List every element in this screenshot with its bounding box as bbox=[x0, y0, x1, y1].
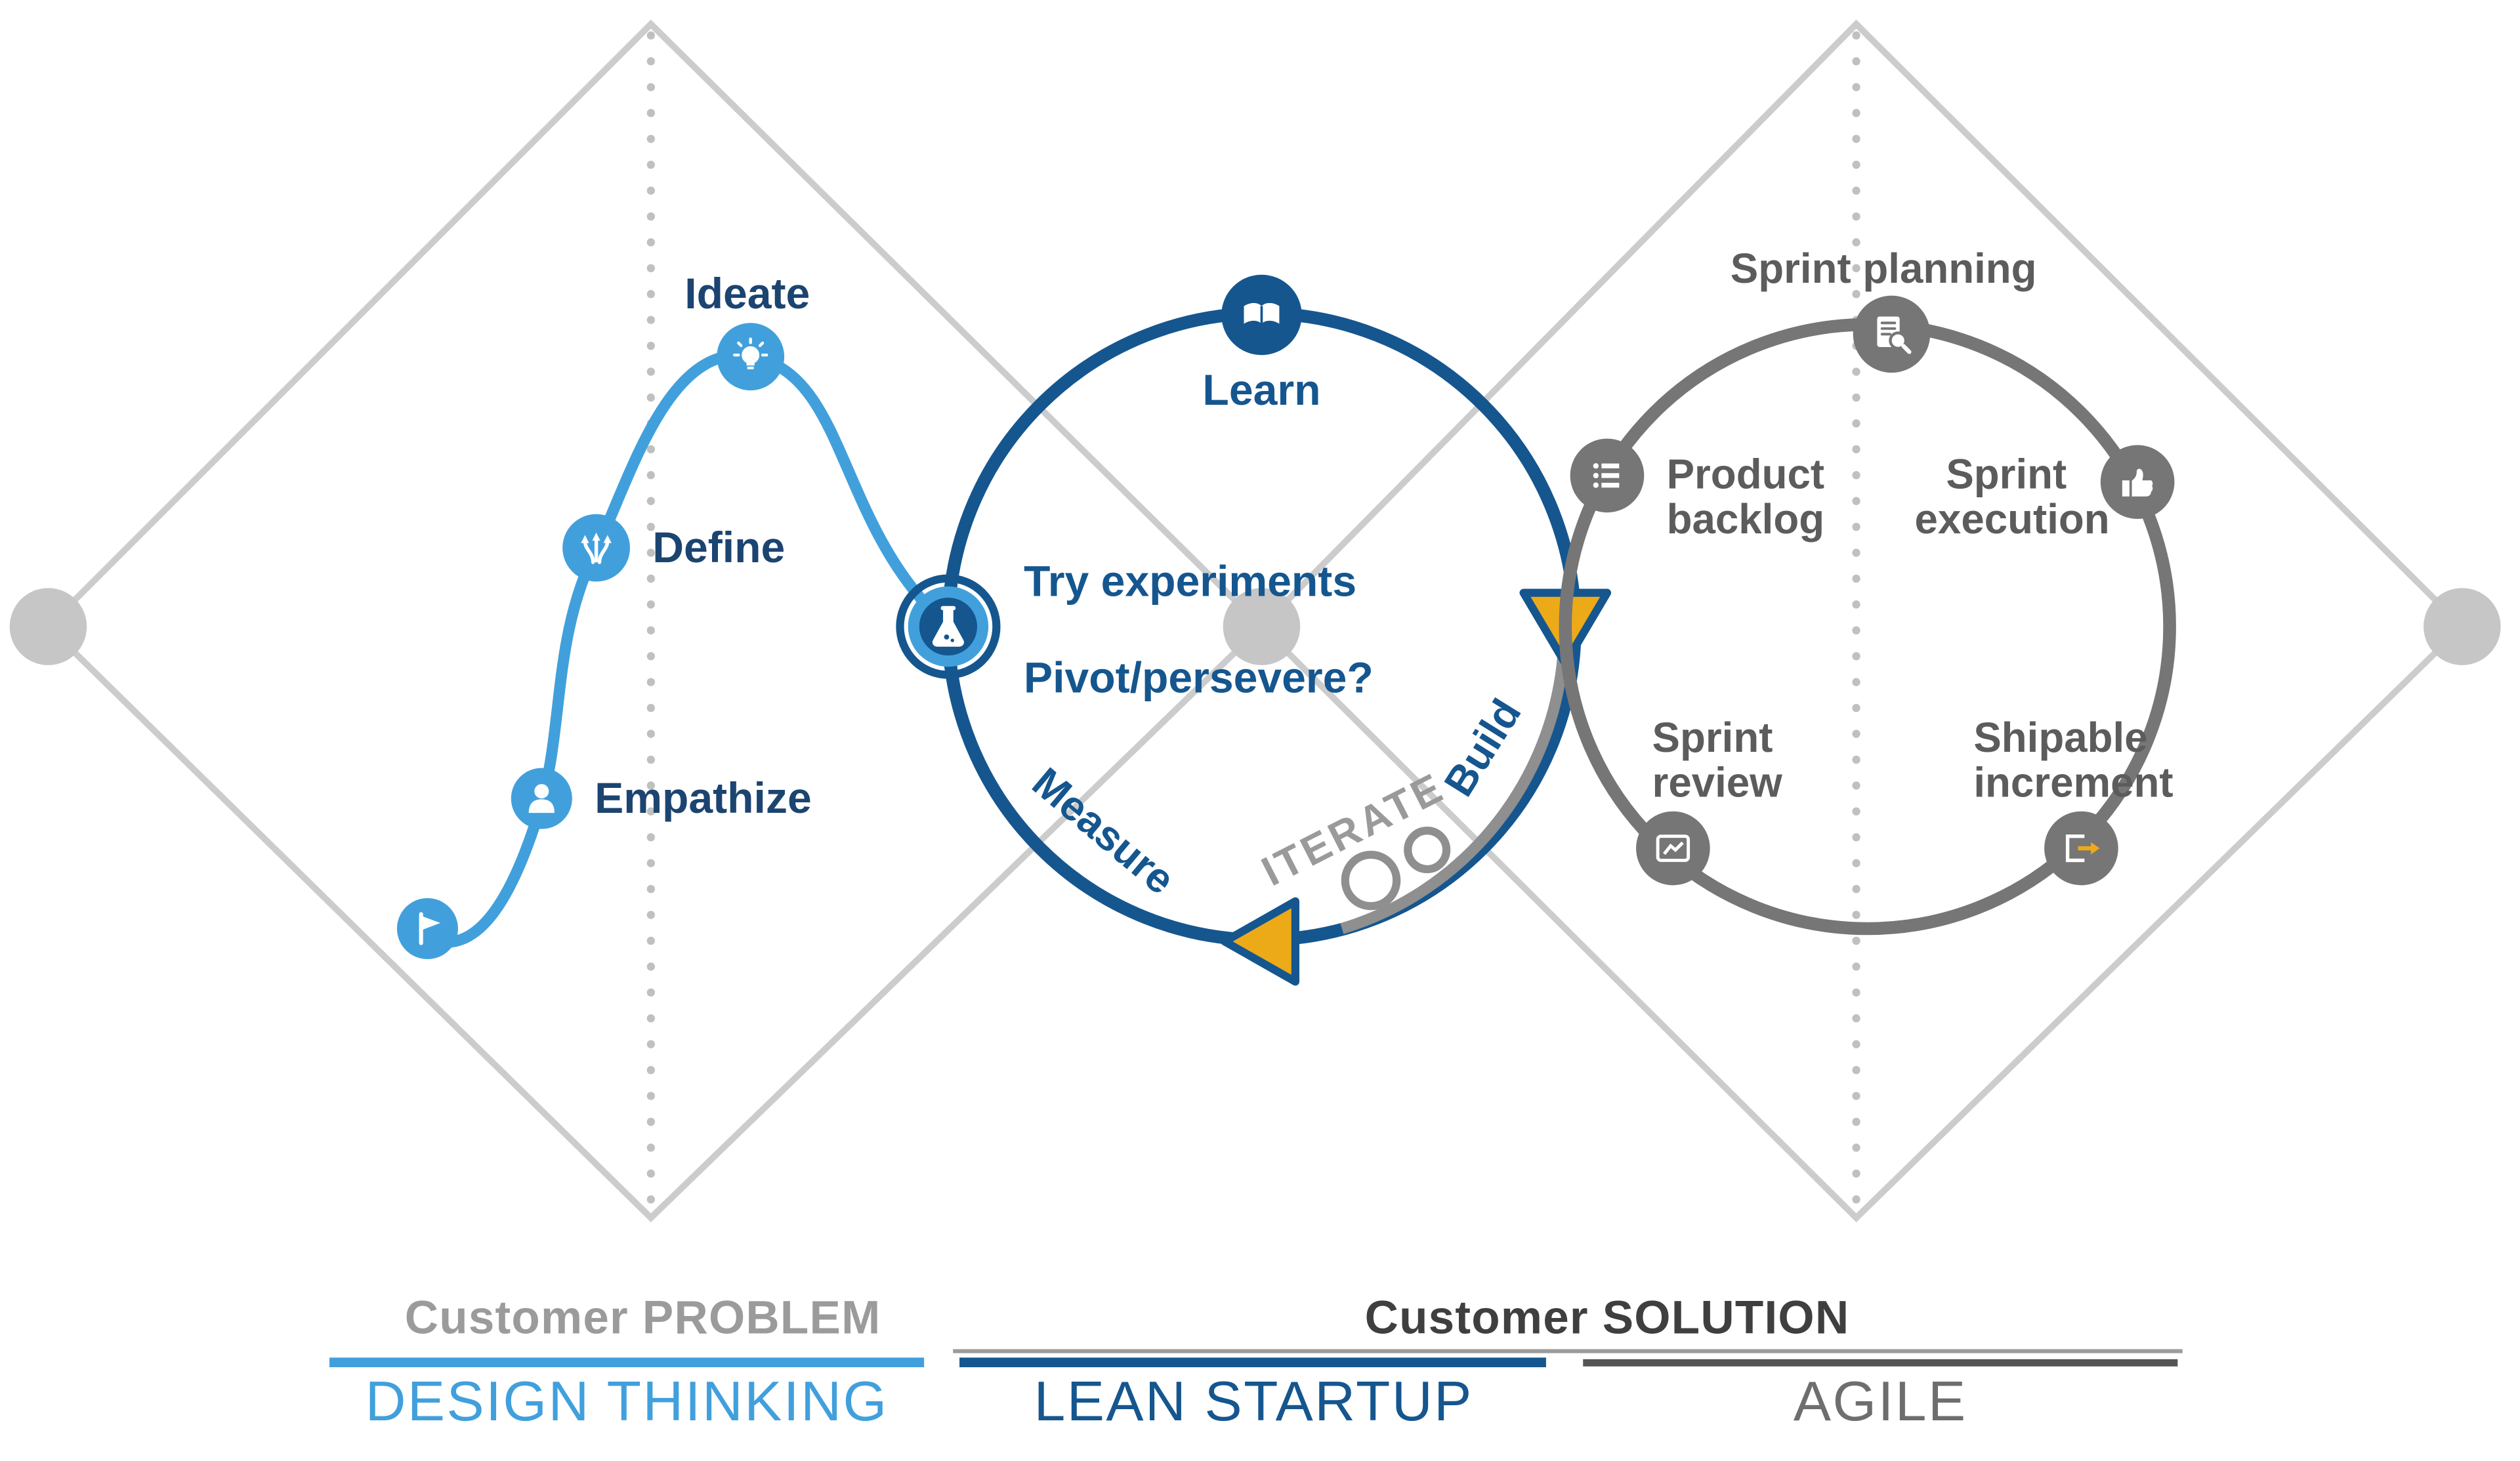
define-node bbox=[562, 514, 631, 582]
ideate-label: Ideate bbox=[684, 270, 810, 318]
customer-solution-label: Customer SOLUTION bbox=[1365, 1292, 1850, 1344]
experiment-node bbox=[896, 574, 1001, 679]
double-diamond-right bbox=[1257, 19, 2467, 1223]
split-arrows-icon bbox=[581, 532, 612, 564]
lean-startup-underline bbox=[959, 1357, 1546, 1368]
process-start-dot bbox=[9, 588, 87, 665]
double-diamond-left bbox=[43, 19, 1267, 1223]
sprint-execution-node bbox=[2100, 445, 2175, 520]
lightbulb-icon bbox=[732, 337, 768, 369]
sprint-planning-node bbox=[1853, 295, 1931, 373]
ideate-node bbox=[717, 323, 785, 391]
agile-underline bbox=[1583, 1359, 2178, 1367]
pivot-persevere-label: Pivot/persevere? bbox=[1024, 654, 1374, 703]
empathize-node bbox=[511, 768, 572, 829]
design-thinking-path bbox=[421, 350, 954, 948]
shipable-increment-label: Shipable increment bbox=[1973, 714, 2173, 806]
process-mid-dot bbox=[1223, 588, 1301, 665]
design-thinking-title: DESIGN THINKING bbox=[366, 1370, 889, 1433]
learn-node bbox=[1221, 274, 1302, 356]
list-icon bbox=[1593, 463, 1620, 488]
open-book-icon bbox=[1244, 302, 1280, 324]
sprint-execution-label: Sprint execution bbox=[1915, 451, 2110, 543]
empathize-label: Empathize bbox=[595, 774, 812, 823]
product-backlog-label: Product backlog bbox=[1667, 451, 1836, 543]
define-label: Define bbox=[652, 524, 785, 572]
iterate-arc bbox=[1340, 646, 1570, 934]
flag-node bbox=[396, 897, 458, 960]
learn-label: Learn bbox=[1202, 366, 1320, 415]
flag-icon bbox=[419, 912, 441, 945]
agile-title: AGILE bbox=[1794, 1370, 1967, 1433]
person-icon bbox=[528, 784, 555, 813]
flask-icon bbox=[932, 606, 964, 647]
sprint-review-label: Sprint review bbox=[1652, 714, 1785, 806]
customer-problem-label: Customer PROBLEM bbox=[405, 1292, 881, 1344]
iterate-loops bbox=[1341, 826, 1451, 911]
shipable-increment-node bbox=[2044, 811, 2118, 886]
sprint-review-node bbox=[1636, 811, 1710, 886]
sprint-planning-label: Sprint planning bbox=[1731, 245, 2037, 292]
box-arrow-icon bbox=[2065, 834, 2100, 863]
try-experiments-label: Try experiments bbox=[1024, 558, 1356, 606]
thumbs-up-icon bbox=[2122, 468, 2153, 497]
design-thinking-underline bbox=[329, 1357, 925, 1368]
document-magnifier-icon bbox=[1877, 316, 1912, 354]
process-end-dot bbox=[2424, 588, 2501, 665]
chart-icon bbox=[1656, 834, 1690, 862]
measure-arrowhead bbox=[1221, 897, 1299, 986]
lean-startup-title: LEAN STARTUP bbox=[1034, 1370, 1473, 1433]
product-backlog-node bbox=[1570, 438, 1645, 513]
